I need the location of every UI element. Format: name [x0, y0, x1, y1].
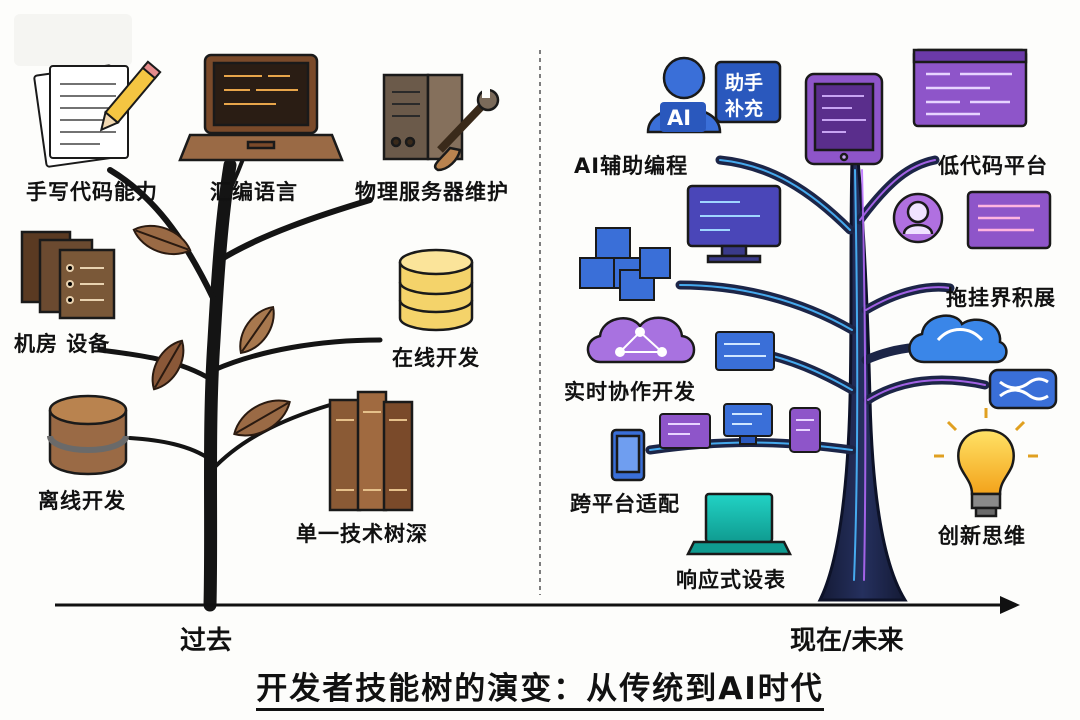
label-single-stack: 单一技术树深	[296, 522, 428, 546]
server-rack-icon	[382, 73, 500, 172]
cloud-icon	[908, 314, 1008, 364]
timeline-arrow	[55, 596, 1020, 614]
future-branch-drag	[861, 282, 955, 315]
diagram-title: 开发者技能树的演变：从传统到AI时代	[256, 671, 824, 711]
tablet-icon	[804, 72, 884, 166]
monitor-icon	[686, 184, 782, 264]
label-server: 物理服务器维护	[355, 180, 509, 204]
server-box-icon	[715, 331, 775, 371]
books-icon	[328, 390, 414, 512]
leaf-icon	[151, 339, 185, 391]
machine-room-icon	[20, 230, 116, 320]
wave-icon	[988, 368, 1058, 410]
ai-assistant-icon	[646, 56, 722, 134]
timeline-future-label: 现在/未来	[790, 626, 904, 656]
ai-badge-ai-text: AI	[667, 106, 692, 130]
handwriting-document-icon	[33, 60, 162, 168]
wrench-icon	[437, 88, 500, 153]
ai-badge-line2: 补充	[725, 98, 764, 120]
lightbulb-icon	[934, 408, 1038, 518]
label-responsive: 响应式设表	[676, 568, 786, 592]
past-leaves	[132, 225, 291, 437]
past-branch-right-top	[217, 197, 373, 263]
label-assembly: 汇编语言	[210, 180, 298, 204]
ai-badge-line1: 助手	[725, 72, 764, 94]
timeline-past-label: 过去	[180, 626, 233, 656]
label-innovation: 创新思维	[938, 524, 1026, 548]
responsive-laptop-icon	[685, 492, 793, 556]
disk-drive-icon	[47, 394, 129, 476]
mobile-icon	[610, 428, 646, 482]
laptop-icon	[178, 53, 344, 162]
past-branch-right-mid	[211, 337, 383, 373]
diagram-title-wrap: 开发者技能树的演变：从传统到AI时代	[0, 663, 1080, 711]
user-profile-icon	[892, 192, 944, 244]
label-lowcode: 低代码平台	[938, 154, 1048, 178]
editor-panel-icon	[966, 190, 1052, 250]
past-branch-left-low	[128, 436, 213, 462]
leaf-icon	[239, 305, 275, 355]
cloud-network-icon	[586, 316, 696, 364]
label-dragdrop: 拖挂界积展	[946, 286, 1056, 310]
past-trunk	[203, 158, 237, 612]
leaf-icon	[132, 225, 192, 255]
label-offline: 离线开发	[38, 489, 126, 513]
label-crossplatform: 跨平台适配	[570, 492, 680, 516]
code-window-icon	[912, 48, 1028, 128]
blocks-icon	[579, 227, 671, 301]
leaf-icon	[233, 399, 291, 437]
future-branch-collab	[675, 280, 857, 335]
ai-helper-badge	[714, 60, 782, 124]
database-icon	[398, 248, 474, 332]
label-collab: 实时协作开发	[564, 380, 696, 404]
label-handwriting: 手写代码能力	[26, 180, 158, 204]
small-monitor-icon	[659, 403, 821, 453]
label-online: 在线开发	[392, 346, 480, 370]
label-machine-room: 机房 设备	[14, 332, 111, 356]
watermark-logo	[14, 14, 132, 66]
past-branch-left-top	[107, 167, 217, 303]
pencil-icon	[99, 60, 162, 132]
label-ai-assist: AI辅助编程	[574, 154, 689, 178]
brush-icon	[433, 146, 462, 172]
